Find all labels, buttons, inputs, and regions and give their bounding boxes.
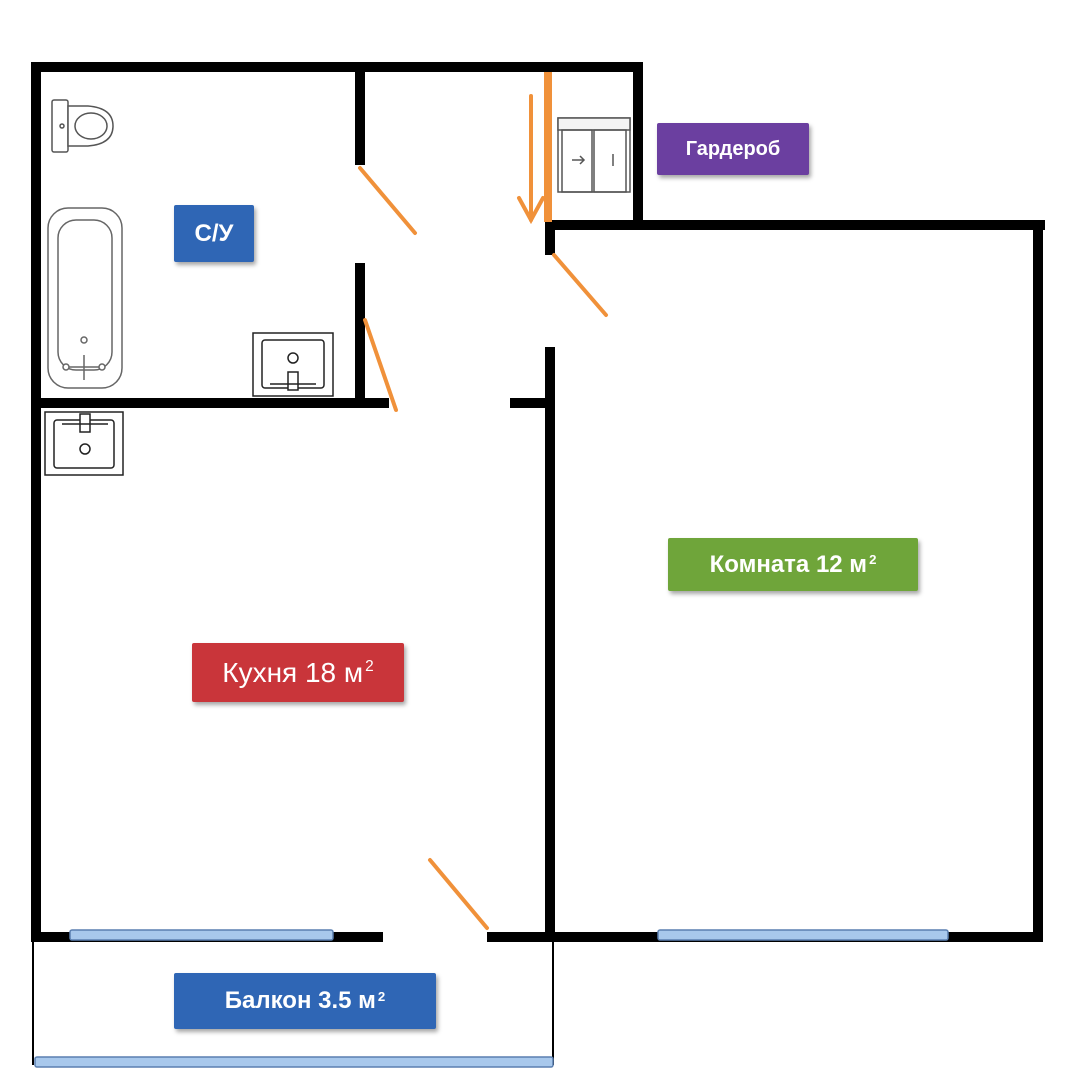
label-kitchen-sup: 2 xyxy=(365,658,374,676)
label-room-text: Комната 12 м xyxy=(709,550,868,578)
wall-bathroom-right-lower xyxy=(355,263,365,408)
door-kitchen xyxy=(363,318,398,412)
wall-room-right xyxy=(1033,220,1043,942)
sink-icon xyxy=(44,411,124,476)
door-balcony xyxy=(428,858,489,930)
wall-kitchen-stub xyxy=(510,398,550,408)
label-bathroom-text: С/У xyxy=(194,219,234,247)
bathtub-icon xyxy=(47,207,123,389)
walls xyxy=(31,62,1045,942)
wall-room-left-stub xyxy=(545,225,555,255)
window-room xyxy=(657,929,949,941)
label-bathroom: С/У xyxy=(174,205,254,262)
wall-left xyxy=(31,62,41,942)
wall-bathroom-bottom xyxy=(31,398,389,408)
wardrobe-door-bar xyxy=(544,72,552,222)
window-kitchen xyxy=(69,929,334,941)
wall-room-left xyxy=(545,347,555,942)
arrow-down-icon xyxy=(517,94,545,225)
window-balcony xyxy=(34,1056,554,1068)
label-balcony-sup: 2 xyxy=(377,988,386,1004)
label-balcony-text: Балкон 3.5 м xyxy=(224,987,376,1014)
label-kitchen-text: Кухня 18 м xyxy=(222,656,364,688)
wardrobe-icon xyxy=(557,117,631,193)
label-wardrobe: Гардероб xyxy=(657,123,809,175)
wall-room-top xyxy=(545,220,1045,230)
sink-icon xyxy=(252,332,334,397)
wall-wardrobe-right xyxy=(633,62,643,227)
door-room xyxy=(552,253,608,317)
wall-top xyxy=(31,62,643,72)
label-wardrobe-text: Гардероб xyxy=(685,137,781,160)
label-room-sup: 2 xyxy=(869,552,877,568)
wall-bathroom-right-upper xyxy=(355,62,365,165)
toilet-icon xyxy=(51,99,114,153)
balcony-outline xyxy=(32,940,554,1065)
windows xyxy=(34,929,949,1068)
doors xyxy=(358,166,608,930)
door-bathroom xyxy=(358,166,417,235)
